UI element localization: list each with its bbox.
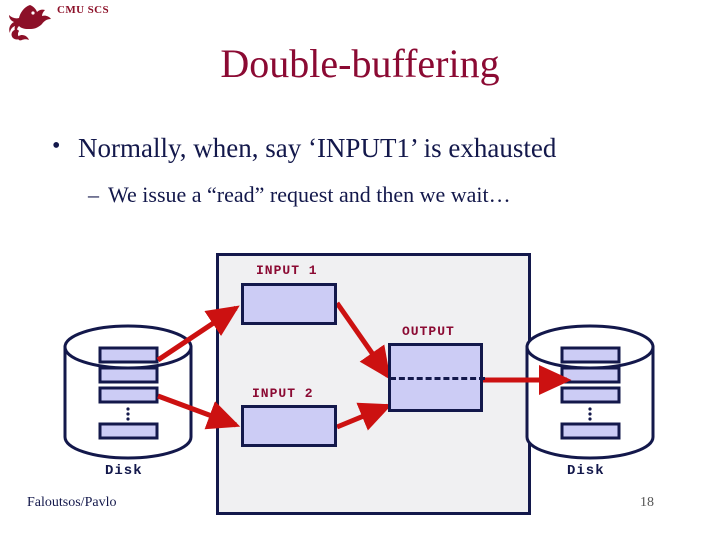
page-number: 18: [640, 495, 654, 510]
disk-right-block-1: [560, 346, 621, 364]
bullet-text: Normally, when, say ‘INPUT1’ is exhauste…: [78, 133, 557, 163]
disk-left-block-3: [98, 386, 159, 404]
disk-right-block-2: [560, 366, 621, 384]
bullet-marker: •: [52, 133, 61, 159]
arrow-disk-left-to-input1: [156, 305, 240, 363]
footer-author: Faloutsos/Pavlo: [27, 495, 117, 510]
label-disk-left: Disk: [105, 463, 143, 479]
page-title: Double-buffering: [220, 41, 500, 86]
disk-right-block-4: [560, 422, 621, 440]
sub-bullet-text: We issue a “read” request and then we wa…: [108, 182, 511, 207]
cmu-scottie-dog-logo-icon: [9, 5, 51, 41]
output-buffer-divider: [390, 377, 485, 380]
bullet-item-2: –We issue a “read” request and then we w…: [88, 182, 511, 208]
arrow-input1-to-output: [334, 301, 391, 380]
disk-right-block-3: [560, 386, 621, 404]
label-disk-right: Disk: [567, 463, 605, 479]
disk-right: [525, 324, 655, 460]
sub-bullet-marker: –: [88, 182, 99, 207]
bullet-item-1: • Normally, when, say ‘INPUT1’ is exhaust…: [52, 133, 556, 164]
label-output: OUTPUT: [402, 324, 455, 339]
arrow-input2-to-output: [336, 402, 393, 431]
disk-left-block-4: [98, 422, 159, 440]
arrow-disk-left-to-input2: [157, 393, 241, 430]
buffer-input2: [241, 405, 337, 447]
disk-left-block-1: [98, 346, 159, 364]
disk-left: [63, 324, 193, 460]
disk-left-block-2: [98, 366, 159, 384]
buffer-input1: [241, 283, 337, 325]
org-label: CMU SCS: [57, 4, 109, 16]
label-input1: INPUT 1: [256, 263, 318, 278]
label-input2: INPUT 2: [252, 386, 314, 401]
